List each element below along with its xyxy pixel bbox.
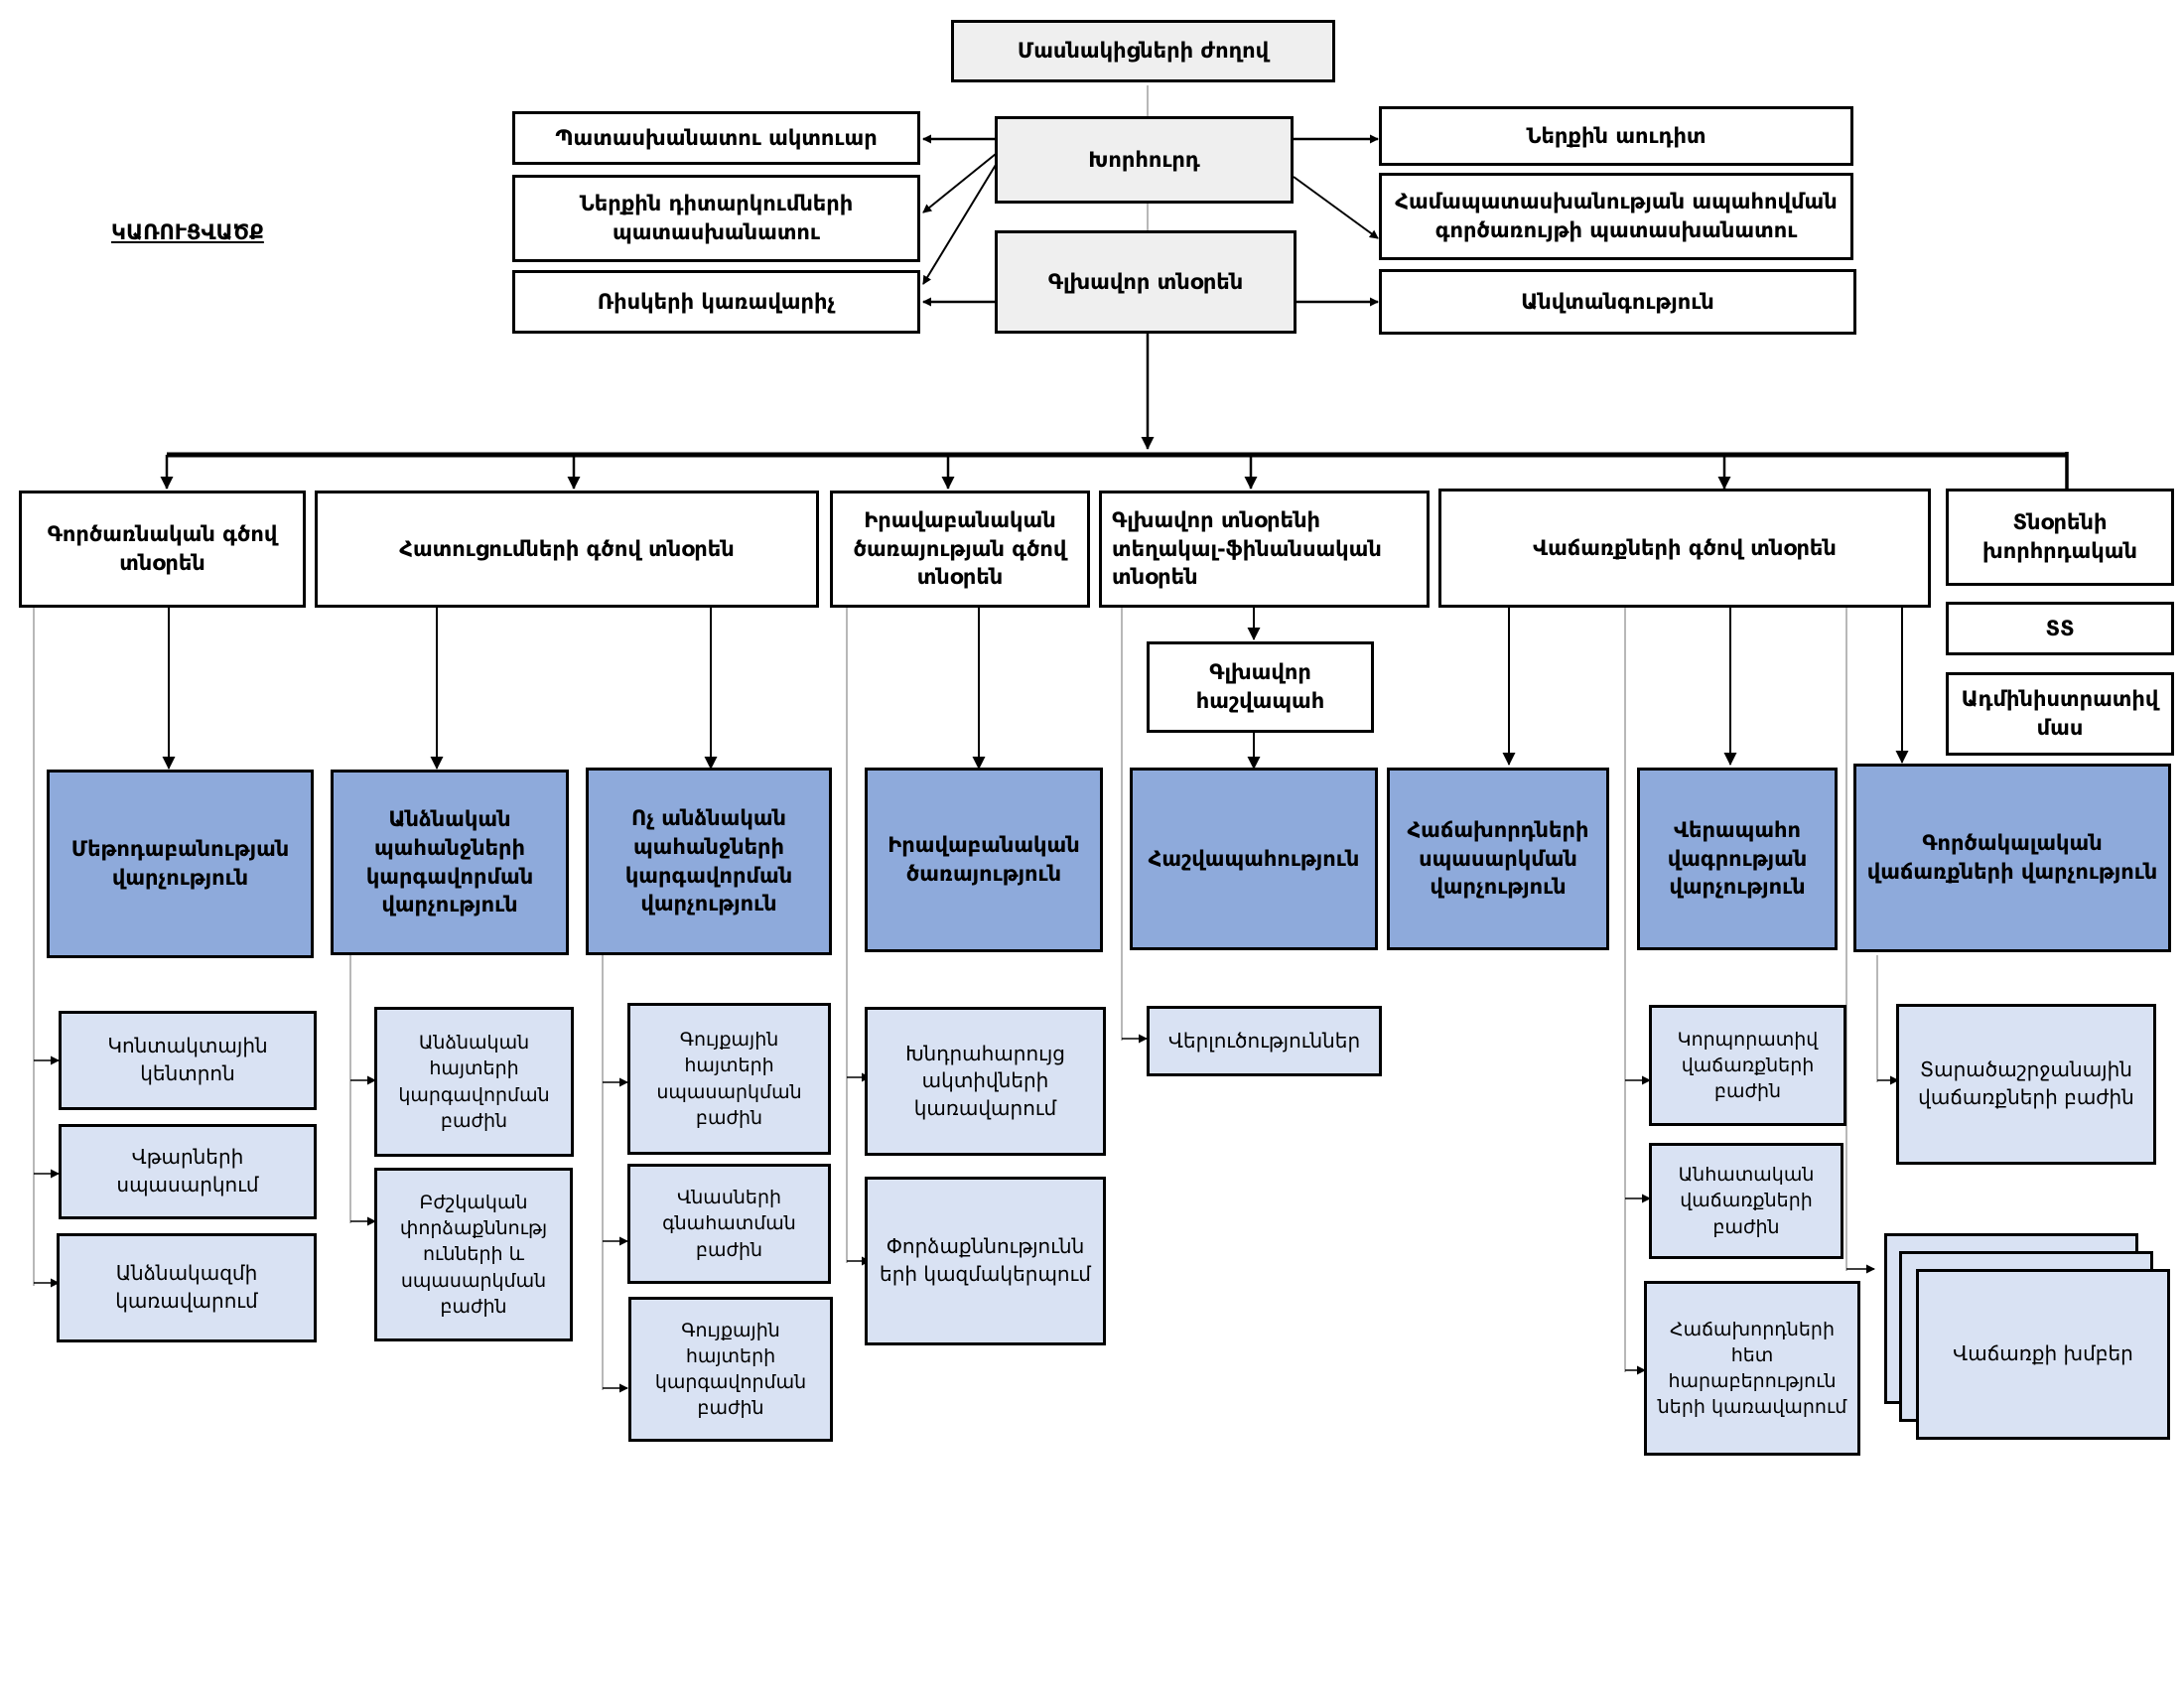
contact-center-box: Կոնտակտային կենտրոն [59, 1011, 317, 1110]
internal-control-box: Ներքին դիտարկումների պատասխանատու [512, 175, 920, 262]
damage-assessment-box: Վնասների գնահատման բաժին [627, 1164, 831, 1284]
agency-sales-dept-box: Գործակալական վաճառքների վարչություն [1853, 764, 2171, 952]
nonpersonal-claims-dept-box: Ոչ անձնական պահանջների կարգավորման վարչո… [586, 768, 832, 955]
finance-director-box: Գլխավոր տնօրենի տեղակալ-ֆինանսական տնօրե… [1099, 491, 1430, 608]
ceo-box: Գլխավոր տնօրեն [995, 230, 1297, 334]
accident-service-box: Վթարների սպասարկում [59, 1124, 317, 1219]
personal-claims-dept-box: Անձնական պահանջների կարգավորման վարչությ… [331, 770, 569, 955]
medical-expertise-box: Բժշկական փորձաքննությ ունների և սպասարկմ… [374, 1168, 573, 1341]
property-claims-regulation-box: Գույքային հայտերի կարգավորման բաժին [628, 1297, 833, 1442]
client-relations-box: Հաճախորդների հետ հարաբերություն ների կառ… [1644, 1281, 1860, 1456]
chief-accountant-box: Գլխավոր հաշվապահ [1147, 641, 1374, 733]
client-service-dept-box: Հաճախորդների սպասարկման վարչություն [1387, 768, 1609, 950]
problem-assets-box: Խնդրահարույց ակտիվների կառավարում [865, 1007, 1106, 1156]
board-box: Խորհուրդ [995, 116, 1294, 204]
individual-sales-box: Անհատական վաճառքների բաժին [1649, 1143, 1843, 1259]
property-claims-service-box: Գույքային հայտերի սպասարկման բաժին [627, 1003, 831, 1155]
corporate-sales-box: Կորպորատիվ վաճառքների բաժին [1649, 1005, 1846, 1126]
personal-claims-regulation-box: Անձնական հայտերի կարգավորման բաժին [374, 1007, 574, 1157]
personnel-management-box: Անձնակազմի կառավարում [57, 1233, 317, 1342]
shareholders-meeting-box: Մասնակիցների ժողով [951, 20, 1335, 82]
security-box: Անվտանգություն [1379, 269, 1856, 335]
internal-audit-box: Ներքին աուդիտ [1379, 106, 1853, 166]
operations-director-box: Գործառնական գծով տնօրեն [19, 491, 306, 608]
expertise-organization-box: Փորձաքննությունն երի կազմակերպում [865, 1177, 1106, 1345]
analytics-box: Վերլուծություններ [1147, 1006, 1382, 1076]
risk-manager-box: Ռիսկերի կառավարիչ [512, 270, 920, 334]
claims-director-box: Հատուցումների գծով տնօրեն [315, 491, 819, 608]
regional-sales-box: Տարածաշրջանային վաճառքների բաժին [1896, 1004, 2156, 1165]
secretary-box: Պատասխանատու ակտուար [512, 111, 920, 165]
sales-director-box: Վաճառքների գծով տնօրեն [1438, 489, 1931, 608]
admin-box: Ադմինիստրատիվ մաս [1946, 672, 2174, 756]
sales-groups-box: Վաճառքի խմբեր [1916, 1269, 2170, 1440]
staff-advisor-box: Տնօրենի խորհրդական [1946, 489, 2174, 586]
it-box: ՏՏ [1946, 602, 2174, 655]
accounting-box: Հաշվապահություն [1130, 768, 1378, 950]
methodology-dept-box: Մեթոդաբանության վարչություն [47, 770, 314, 958]
compliance-box: Համապատասխանության ապահովման գործառույթի… [1379, 173, 1853, 260]
structure-label: ԿԱՌՈՒՑՎԱԾՔ [111, 220, 264, 244]
legal-service-box: Իրավաբանական ծառայություն [865, 768, 1103, 952]
reinsurance-dept-box: Վերապահո վագրության վարչություն [1637, 768, 1838, 950]
legal-director-box: Իրավաբանական ծառայության գծով տնօրեն [830, 491, 1090, 608]
